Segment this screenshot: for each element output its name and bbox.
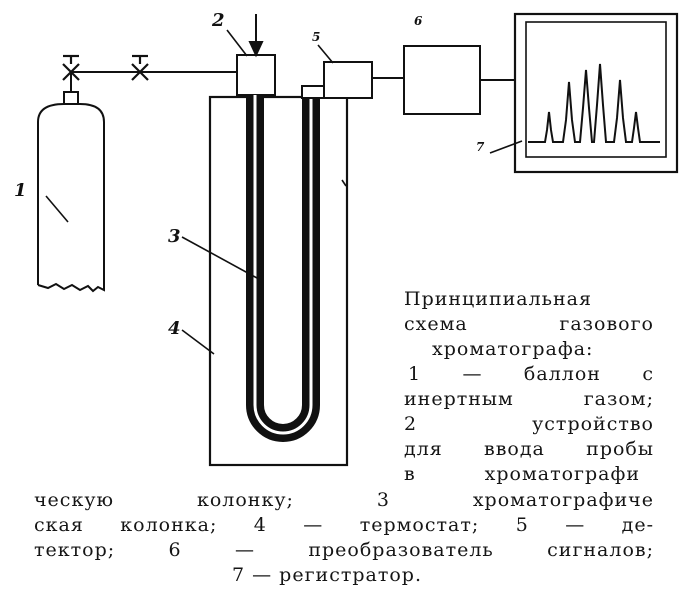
caption-line-5: инертным газом;: [404, 388, 654, 410]
valve-2: [131, 54, 149, 81]
caption-line-8: в хроматографи: [404, 463, 640, 485]
caption-line-6: 2 устройство: [404, 413, 654, 435]
caption-line-11: тектор; 6 — преобразователь сигналов;: [34, 539, 654, 561]
caption-line-7: для ввода пробы: [404, 438, 654, 460]
caption-line-4: 1 — баллон с: [408, 363, 654, 385]
thermostat: [208, 95, 349, 467]
sample-injector: [236, 14, 276, 96]
label-7: 7: [476, 140, 485, 154]
detector: [301, 61, 404, 99]
label-6: 6: [414, 14, 423, 28]
gas-line: [70, 71, 237, 92]
leader-lines: [45, 29, 523, 355]
chromatographic-column: [246, 95, 320, 442]
caption-line-9: ческую колонку; 3 хроматографиче: [34, 489, 654, 511]
caption-line-1: Принципиальная: [404, 288, 592, 310]
recorder: [513, 12, 679, 174]
caption-line-2: схема газового: [404, 313, 654, 335]
valve-1: [62, 54, 80, 81]
gas-cylinder: [37, 91, 105, 293]
caption-line-12: 7 — регистратор.: [232, 564, 422, 586]
label-3: 3: [168, 226, 181, 247]
label-5: 5: [312, 30, 321, 44]
label-4: 4: [168, 318, 181, 339]
caption-line-3: хроматографа:: [432, 338, 594, 360]
label-2: 2: [212, 10, 225, 31]
label-1: 1: [14, 180, 27, 201]
signal-converter: [403, 45, 515, 115]
caption-line-10: ская колонка; 4 — термостат; 5 — де-: [34, 514, 654, 536]
